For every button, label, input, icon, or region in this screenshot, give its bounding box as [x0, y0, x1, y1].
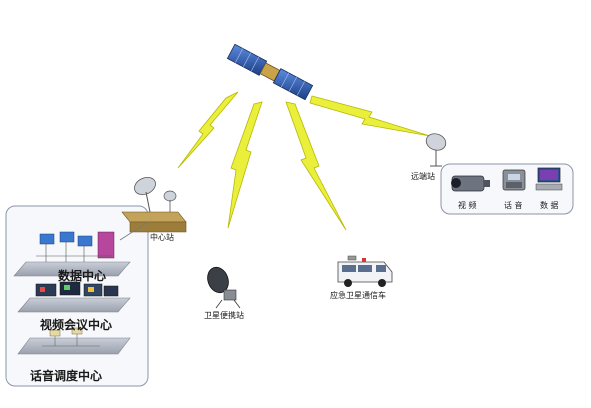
link-to-emergency-vehicle	[285, 101, 347, 231]
satellite-icon	[226, 43, 314, 101]
video-conference-center-label: 视频会议中心	[40, 318, 113, 332]
link-to-remote-station	[309, 95, 431, 137]
computer-icon	[535, 167, 563, 191]
link-to-center-station	[177, 91, 239, 169]
data-center-label: 数据中心	[58, 269, 107, 283]
voice-dispatch-center-label: 话音调度中心	[30, 369, 103, 383]
voice-label: 话 音	[504, 201, 523, 210]
telephone-icon	[502, 169, 526, 191]
center-station-icon	[119, 176, 187, 241]
portable-station-label: 卫星便携站	[204, 311, 244, 320]
center-network-panel	[5, 205, 149, 387]
video-label: 视 频	[458, 201, 477, 210]
center-station-label: 中心站	[150, 233, 174, 242]
data-label: 数 据	[540, 201, 559, 210]
video-camera-icon	[451, 175, 490, 192]
portable-station-icon	[207, 266, 241, 309]
voice-dispatch-platform	[17, 327, 131, 355]
emergency-vehicle-label: 应急卫星通信车	[330, 291, 386, 300]
data-center-platform	[13, 231, 131, 277]
link-to-portable-station	[227, 101, 263, 229]
remote-station-label: 远端站	[411, 172, 435, 181]
video-conference-platform	[17, 281, 131, 313]
emergency-vehicle-icon	[337, 255, 393, 287]
remote-station-icon	[425, 133, 447, 167]
